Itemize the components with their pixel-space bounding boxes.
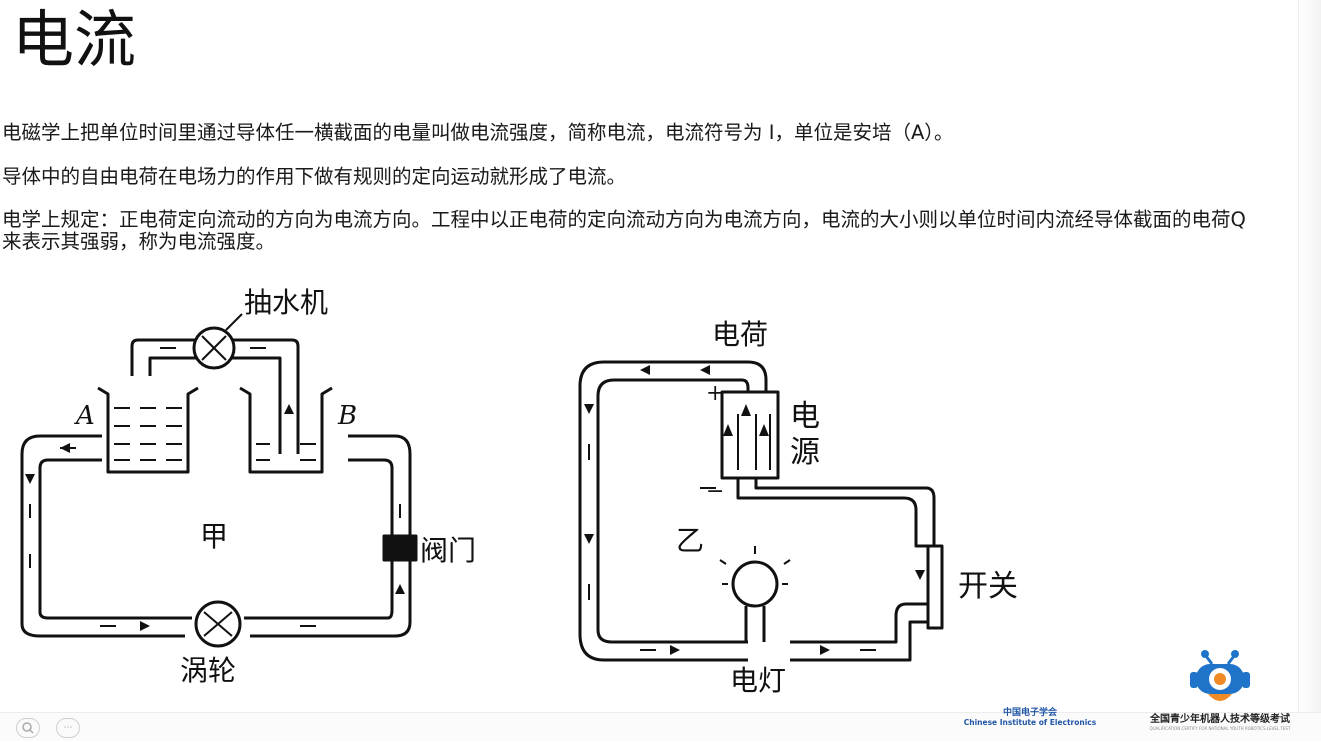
label-tank-b: B bbox=[337, 401, 357, 431]
robot-exam-subtitle: QUALIFICATION CERTIFY FOR NATIONAL YOUTH… bbox=[1149, 726, 1291, 731]
label-minus: − bbox=[706, 479, 724, 504]
water-pipe-left bbox=[20, 434, 185, 638]
lamp-bulb bbox=[731, 560, 779, 608]
valve-block bbox=[382, 534, 418, 562]
label-charge: 电荷 bbox=[712, 318, 768, 351]
label-yi: 乙 bbox=[676, 524, 704, 557]
battery-box bbox=[720, 390, 780, 480]
switch-bar bbox=[926, 544, 944, 630]
robot-mascot-icon bbox=[1188, 648, 1252, 708]
slide-title: 电流 bbox=[12, 3, 137, 76]
cie-logo-cn: 中国电子学会 bbox=[1002, 708, 1057, 718]
turbine-wheel bbox=[194, 600, 242, 648]
label-valve: 阀门 bbox=[420, 534, 476, 567]
zoom-icon[interactable] bbox=[16, 718, 40, 738]
more-menu-button[interactable]: ⋯ bbox=[56, 718, 80, 738]
paragraph-direction: 电学上规定：正电荷定向流动的方向为电流方向。工程中以正电荷的定向流动方向为电流方… bbox=[2, 208, 1246, 253]
water-pipe-left-inner bbox=[38, 458, 192, 620]
pump-wheel bbox=[192, 326, 236, 370]
label-switch: 开关 bbox=[958, 569, 1018, 604]
tank-a bbox=[97, 386, 199, 474]
cie-logo-en: Chinese Institute of Electronics bbox=[963, 718, 1097, 727]
robot-exam-title: 全国青少年机器人技术等级考试 bbox=[1150, 714, 1290, 725]
analogy-figure: 抽水机 A B 甲 阀门 涡轮 bbox=[0, 284, 1098, 708]
label-source-2: 源 bbox=[790, 435, 820, 470]
wire-left-outer bbox=[578, 360, 748, 662]
window-right-edge bbox=[1298, 0, 1321, 712]
tank-b bbox=[239, 386, 333, 474]
pump-pipe-right bbox=[232, 338, 300, 454]
label-turbine: 涡轮 bbox=[180, 654, 236, 687]
viewer-bottom-bar bbox=[0, 712, 1321, 741]
wire-switch-back bbox=[790, 602, 928, 644]
label-source-1: 电 bbox=[790, 399, 820, 434]
paragraph-formation: 导体中的自由电荷在电场力的作用下做有规则的定向运动就形成了电流。 bbox=[2, 165, 627, 188]
pump-pipe-left bbox=[130, 338, 196, 376]
label-plus: + bbox=[706, 381, 724, 406]
label-pump: 抽水机 bbox=[244, 286, 328, 319]
wire-to-switch bbox=[736, 478, 940, 548]
label-tank-a: A bbox=[74, 401, 95, 431]
label-jia: 甲 bbox=[200, 520, 228, 553]
water-pipe-right-inner bbox=[244, 458, 394, 620]
paragraph-definition: 电磁学上把单位时间里通过导体任一横截面的电量叫做电流强度，简称电流，电流符号为 … bbox=[2, 121, 954, 144]
cie-logo: 中国电子学会 Chinese Institute of Electronics bbox=[960, 708, 1100, 736]
wire-left-inner bbox=[596, 378, 748, 644]
water-electric-analogy-diagram: 抽水机 A B 甲 阀门 涡轮 bbox=[20, 286, 1018, 697]
label-lamp: 电灯 bbox=[730, 664, 786, 697]
